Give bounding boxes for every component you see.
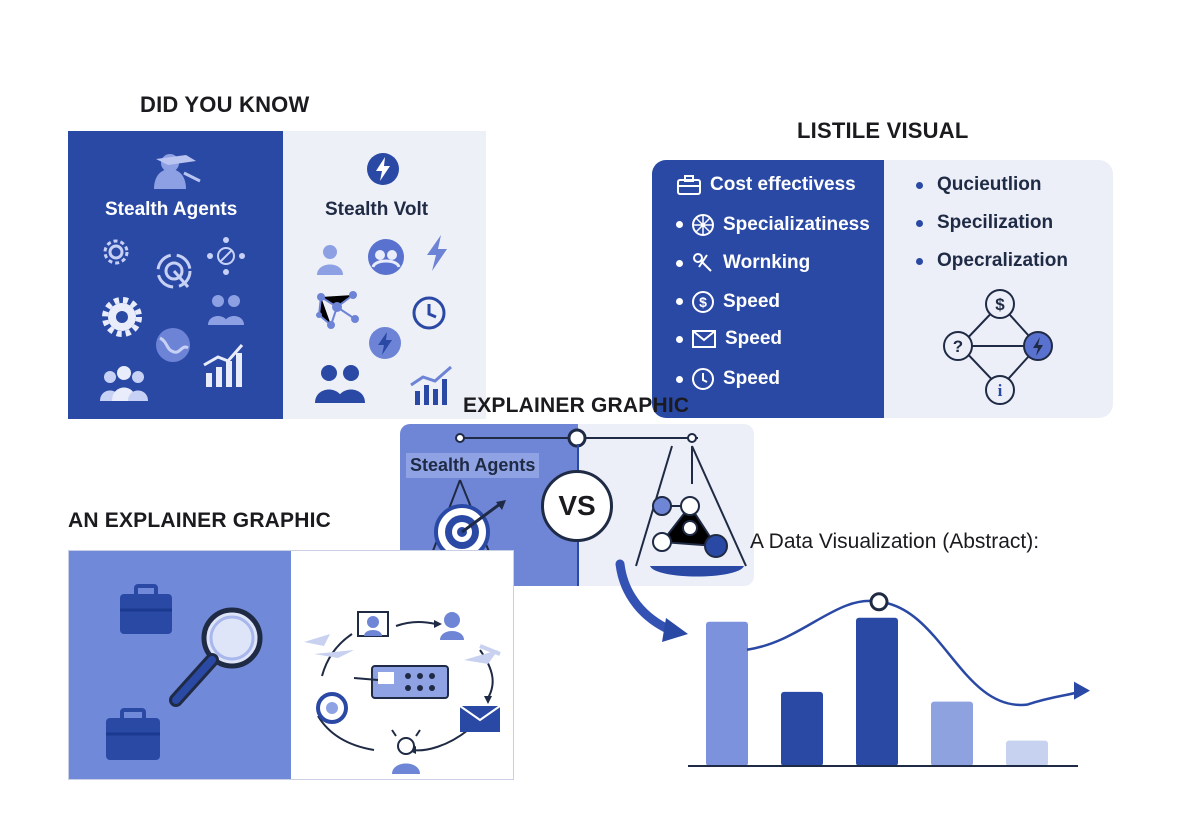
mail-icon [691,328,717,350]
people-icon [315,365,365,403]
listicle-left-item: Wornking [676,251,810,275]
bullet-dot [916,181,923,189]
clock-icon [412,296,446,330]
chart-bar [1006,740,1048,766]
network-node-question [943,331,973,361]
did-you-know-heading: DID YOU KNOW [140,92,310,117]
flow-arrow [615,559,688,642]
listicle-left-panel [652,160,884,418]
network-glyph-info: i [998,381,1003,400]
cog-icon [102,297,142,337]
explainer-scale-diagram [422,428,747,586]
data-viz-heading: A Data Visualization (Abstract): [750,530,1040,553]
explainer-graphic-heading: EXPLAINER GRAPHIC [463,394,690,417]
bullet-dot [676,259,683,267]
listicle-right-item: Opecralization [916,250,1068,272]
vs-badge: VS [541,470,613,542]
plane-icon-left [304,634,354,658]
bolt-circle-icon [369,327,401,359]
briefcase-icon [676,174,702,196]
chart-bar [931,701,973,766]
listicle-left-item-label: Cost effectivess [710,174,856,195]
chart-bar [856,617,898,766]
wheel-icon [691,213,715,237]
user-icon [317,245,343,275]
target-icon [434,500,506,560]
network-icon [207,237,245,275]
listicle-left-item-label: Wornking [723,252,811,274]
team-circle-icon [368,239,404,275]
listicle-left-item-label: Speed [725,328,783,350]
dollar-icon: $ [691,290,715,314]
magnifier-icon [169,607,263,707]
network-scale-icon [652,496,728,558]
gear-icon [103,239,129,265]
user-agent-icon [440,612,464,640]
listicle-right-item: Specilization [916,212,1053,234]
did-you-know-left-panel: Stealth Agents [68,131,283,419]
chart-peak-marker [869,592,889,612]
network-node-info [985,375,1015,405]
abstract-bar-chart [688,592,1090,767]
stealth-volt-label: Stealth Volt [325,199,429,220]
listicle-left-item-label: Speed [723,368,781,389]
chart-trend-line [746,599,1081,706]
listicle-card [652,160,1113,418]
chart-trend-arrowhead [1074,681,1090,700]
support-agent-icon [391,729,421,774]
bullet-dot [676,375,683,383]
spy-icon [154,154,201,189]
scale-pivot [567,428,587,448]
briefcase-icon-top [120,584,172,634]
listicle-right-item: Qucieutlion [916,174,1042,196]
listicle-heading: LISTILE VISUAL [797,118,969,143]
monitor-agent-icon [357,611,389,637]
svg-text:$: $ [699,294,707,310]
listicle-right-item-label: Qucieutlion [937,174,1042,195]
network-glyph-question: ? [953,337,963,356]
envelope-icon [459,705,501,732]
network-glyph-dollar: $ [995,295,1005,314]
did-you-know-right-panel: Stealth Volt [283,131,486,419]
listicle-left-item: Speed [676,328,782,350]
dashboard-icon [353,665,449,699]
globe-icon [156,328,190,362]
bar-trend-icon [410,365,452,405]
network-node-dollar [985,289,1015,319]
stealth-agents-label: Stealth Agents [105,199,238,220]
listicle-right-item-label: Specilization [937,212,1054,233]
listicle-left-item: Cost effectivess [676,174,856,196]
chart-bar [706,621,748,766]
growth-chart-icon [203,344,244,387]
team-icon [208,295,244,325]
bullet-dot [676,298,683,306]
listicle-left-item: Specializatiness [676,213,870,237]
lightning-icon [427,235,447,271]
tools-icon [691,251,715,275]
listicle-left-item: Speed [676,367,780,391]
bullet-dot [916,257,923,265]
bolt-icon [367,153,399,185]
listicle-left-item-label: Speed [723,290,781,312]
molecule-icon [316,291,359,329]
users-icon [100,366,148,401]
listicle-right-item-label: Opecralization [937,250,1068,271]
target-ring-icon [156,253,192,289]
plane-icon-right [464,644,501,664]
listicle-left-item-label: Specializatiness [723,213,870,235]
chart-bar [781,691,823,766]
explainer-process-diagram [106,584,501,774]
an-explainer-graphic-heading: AN EXPLAINER GRAPHIC [68,509,332,532]
bullet-dot [916,219,923,227]
listicle-network-diagram: $ ? i [943,289,1053,405]
bullet-dot [676,221,683,229]
bullet-dot [676,335,683,343]
chat-bubble-icon [316,692,348,724]
listicle-left-item: $ Speed [676,290,780,314]
vs-text: VS [558,490,596,521]
clock-icon [691,367,715,391]
briefcase-icon-bottom [106,708,160,760]
explainer-stealth-agents-label: Stealth Agents [406,453,540,478]
